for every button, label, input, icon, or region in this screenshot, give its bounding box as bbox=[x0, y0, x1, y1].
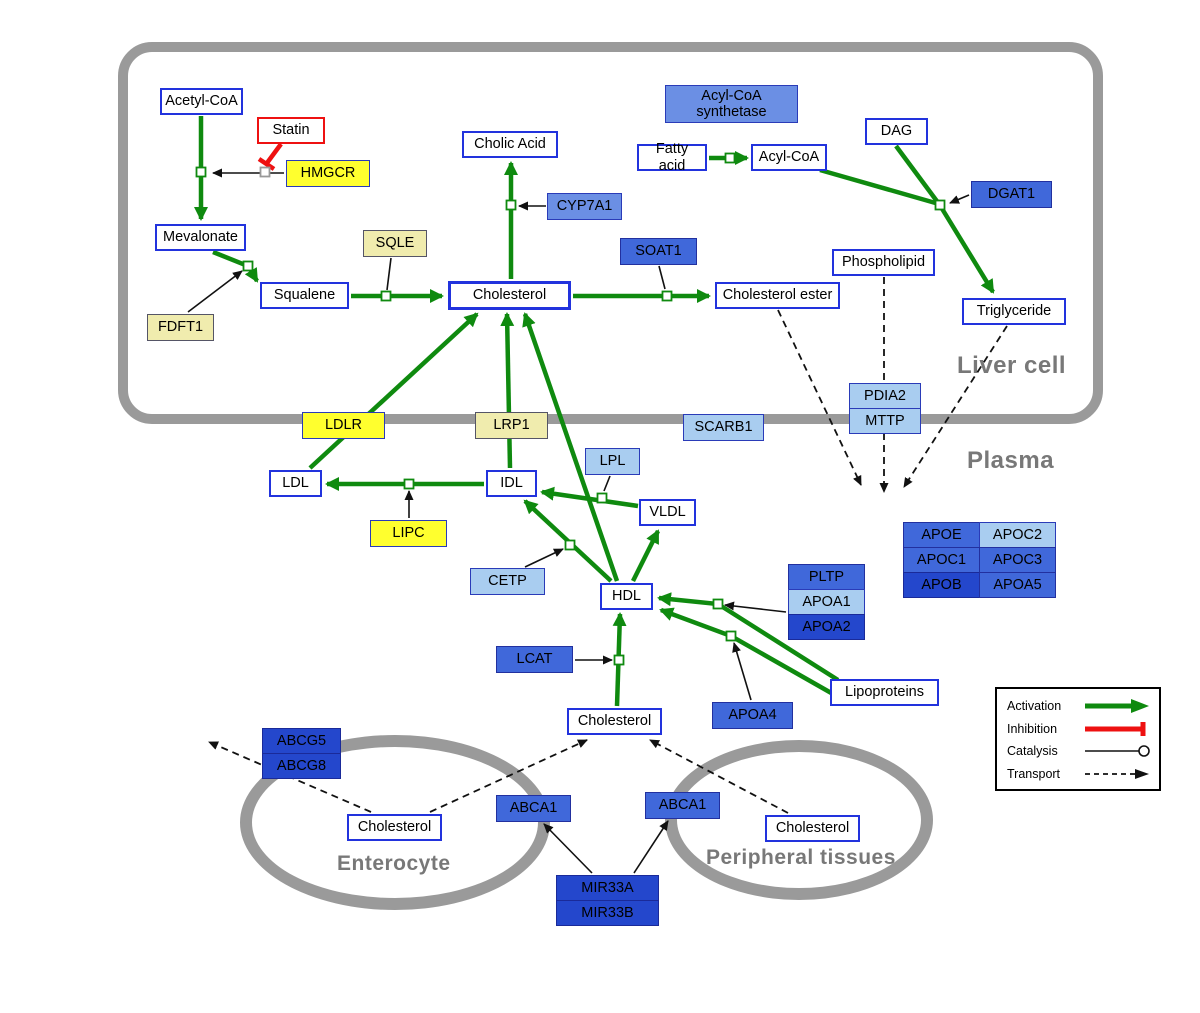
node-hdl[interactable]: HDL bbox=[600, 583, 653, 610]
node-cyp7a1[interactable]: CYP7A1 bbox=[547, 193, 622, 220]
enterocyte-label: Enterocyte bbox=[337, 852, 451, 875]
legend: Activation Inhibition Catalysis Transpor… bbox=[995, 687, 1161, 791]
catalysis-edges bbox=[187, 168, 970, 874]
node-apoc3[interactable]: APOC3 bbox=[979, 547, 1056, 573]
node-vldl[interactable]: VLDL bbox=[639, 499, 696, 526]
node-mevalonate[interactable]: Mevalonate bbox=[155, 224, 246, 251]
node-soat1[interactable]: SOAT1 bbox=[620, 238, 697, 265]
node-lcat[interactable]: LCAT bbox=[496, 646, 573, 673]
catalysis-circle-icon bbox=[1085, 745, 1150, 758]
node-abcg8[interactable]: ABCG8 bbox=[262, 753, 341, 779]
node-lpl[interactable]: LPL bbox=[585, 448, 640, 475]
node-cholic-acid[interactable]: Cholic Acid bbox=[462, 131, 558, 158]
node-abca1-peripheral[interactable]: ABCA1 bbox=[645, 792, 720, 819]
node-apoc2[interactable]: APOC2 bbox=[979, 522, 1056, 548]
node-lrp1[interactable]: LRP1 bbox=[475, 412, 548, 439]
node-phospholipid[interactable]: Phospholipid bbox=[832, 249, 935, 276]
node-mttp[interactable]: MTTP bbox=[849, 408, 921, 434]
node-pltp[interactable]: PLTP bbox=[788, 564, 865, 590]
node-apoa5[interactable]: APOA5 bbox=[979, 572, 1056, 598]
legend-catalysis-label: Catalysis bbox=[1007, 744, 1058, 759]
node-fatty-acid[interactable]: Fatty acid bbox=[637, 141, 707, 174]
node-ldl[interactable]: LDL bbox=[269, 470, 322, 497]
plasma-label: Plasma bbox=[967, 447, 1055, 474]
node-apoa1[interactable]: APOA1 bbox=[788, 589, 865, 615]
node-apob[interactable]: APOB bbox=[903, 572, 980, 598]
node-abca1-enterocyte[interactable]: ABCA1 bbox=[496, 795, 571, 822]
node-acyl-coa-synthetase[interactable]: Acyl-CoA synthetase bbox=[665, 85, 798, 123]
node-acetyl-coa[interactable]: Acetyl-CoA bbox=[160, 88, 243, 115]
reaction-nodes bbox=[195, 152, 946, 666]
node-idl[interactable]: IDL bbox=[486, 470, 537, 497]
node-lipc[interactable]: LIPC bbox=[370, 520, 447, 547]
node-dgat1[interactable]: DGAT1 bbox=[971, 181, 1052, 208]
node-dag[interactable]: DAG bbox=[865, 118, 928, 145]
node-sqle[interactable]: SQLE bbox=[363, 230, 427, 257]
node-cholesterol-liver[interactable]: Cholesterol bbox=[448, 281, 571, 310]
peripheral-tissues-label: Peripheral tissues bbox=[706, 846, 896, 869]
legend-row-transport: Transport bbox=[1007, 765, 1151, 783]
node-cholesterol-peripheral[interactable]: Cholesterol bbox=[765, 815, 860, 842]
node-hmgcr[interactable]: HMGCR bbox=[286, 160, 370, 187]
liver-cell-label: Liver cell bbox=[957, 352, 1067, 379]
activation-arrow-icon bbox=[1085, 699, 1149, 713]
legend-row-inhibition: Inhibition bbox=[1007, 720, 1151, 738]
node-cholesterol-enterocyte[interactable]: Cholesterol bbox=[347, 814, 442, 841]
node-cholesterol-plasma[interactable]: Cholesterol bbox=[567, 708, 662, 735]
legend-row-activation: Activation bbox=[1007, 697, 1151, 715]
node-acyl-coa[interactable]: Acyl-CoA bbox=[751, 144, 827, 171]
node-apoc1[interactable]: APOC1 bbox=[903, 547, 980, 573]
transport-dashed-arrow-icon bbox=[1085, 768, 1149, 779]
node-mir33b[interactable]: MIR33B bbox=[556, 900, 659, 926]
inhibition-edge bbox=[257, 142, 283, 171]
liver-cell-compartment bbox=[118, 42, 1103, 424]
legend-transport-label: Transport bbox=[1007, 766, 1061, 781]
node-apoe[interactable]: APOE bbox=[903, 522, 980, 548]
node-ldlr[interactable]: LDLR bbox=[302, 412, 385, 439]
node-cholesterol-ester[interactable]: Cholesterol ester bbox=[715, 282, 840, 309]
node-statin[interactable]: Statin bbox=[257, 117, 325, 144]
node-abcg5[interactable]: ABCG5 bbox=[262, 728, 341, 754]
node-apoa4[interactable]: APOA4 bbox=[712, 702, 793, 729]
legend-row-catalysis: Catalysis bbox=[1007, 742, 1151, 760]
node-mir33a[interactable]: MIR33A bbox=[556, 875, 659, 901]
inhibition-tbar-icon bbox=[1085, 721, 1146, 736]
node-lipoproteins[interactable]: Lipoproteins bbox=[830, 679, 939, 706]
node-apoa2[interactable]: APOA2 bbox=[788, 614, 865, 640]
node-pdia2[interactable]: PDIA2 bbox=[849, 383, 921, 409]
node-cetp[interactable]: CETP bbox=[470, 568, 545, 595]
node-squalene[interactable]: Squalene bbox=[260, 282, 349, 309]
legend-inhibition-label: Inhibition bbox=[1007, 721, 1058, 736]
legend-activation-label: Activation bbox=[1007, 699, 1062, 713]
node-scarb1[interactable]: SCARB1 bbox=[683, 414, 764, 441]
node-triglyceride[interactable]: Triglyceride bbox=[962, 298, 1066, 325]
node-fdft1[interactable]: FDFT1 bbox=[147, 314, 214, 341]
